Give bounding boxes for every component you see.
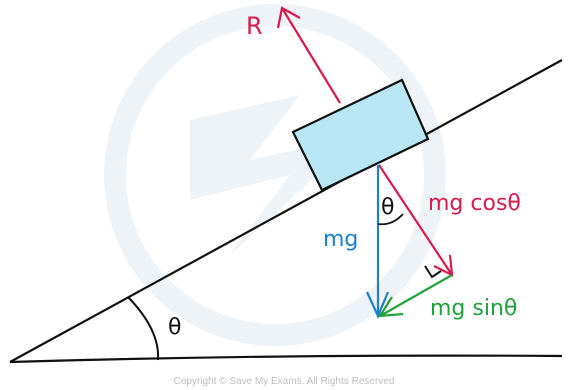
right-angle-square-icon [424, 265, 442, 279]
incline-angle-arc [127, 296, 160, 361]
reaction-label: R [246, 12, 263, 40]
parallel-component-label: mg sinθ [430, 296, 517, 321]
parallel-component-arrowhead [377, 296, 404, 318]
weight-arrowhead [366, 291, 390, 319]
angle-between-arc [377, 213, 404, 226]
reaction-force-arrow [281, 7, 341, 104]
block [291, 78, 430, 192]
normal-component-arrow [378, 164, 453, 276]
angle-between-label: θ [381, 195, 394, 220]
save-my-exams-logo-icon [104, 4, 446, 346]
incline-angle-label: θ [168, 315, 181, 340]
ground-line [9, 354, 563, 364]
parallel-component-arrow [379, 274, 453, 317]
weight-label: mg [323, 227, 358, 252]
normal-component-label: mg cosθ [428, 191, 521, 216]
incline-line [9, 59, 563, 363]
reaction-arrowhead [276, 6, 301, 29]
copyright-text: Copyright © Save My Exams. All Rights Re… [174, 376, 395, 387]
